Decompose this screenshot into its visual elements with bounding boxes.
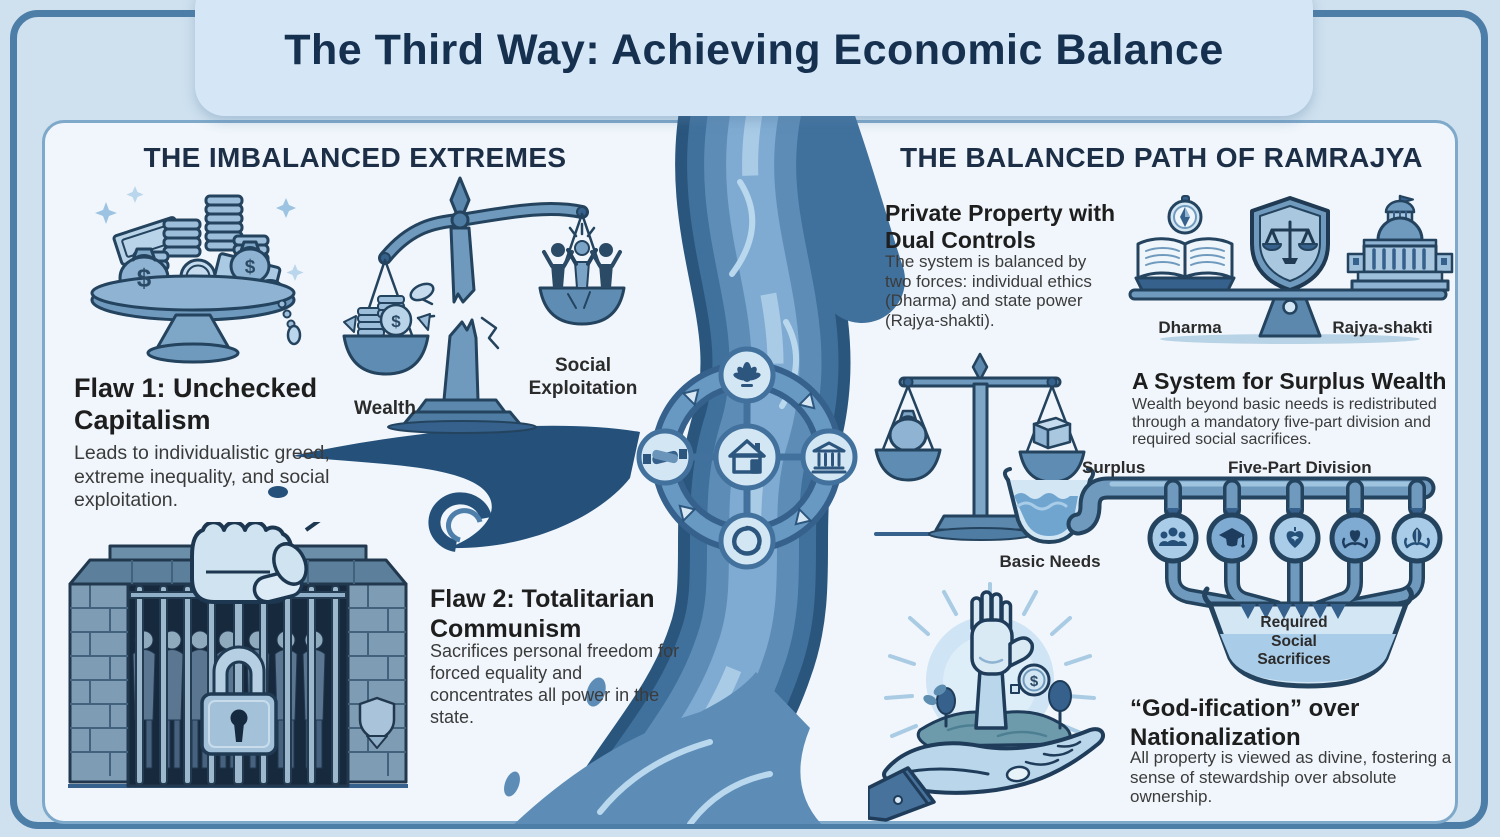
left-section-heading: THE IMBALANCED EXTREMES (143, 142, 567, 173)
flaw1-title: Flaw 1: Unchecked Capitalism (74, 373, 318, 435)
private-property-body: The system is balanced by two forces: in… (885, 252, 1092, 330)
label-dharma: Dharma (1158, 318, 1222, 337)
surplus-title: A System for Surplus Wealth (1132, 368, 1447, 394)
main-title: The Third Way: Achieving Economic Balanc… (284, 26, 1224, 74)
private-property-title: Private Property with Dual Controls (885, 200, 1116, 253)
right-section-heading: THE BALANCED PATH OF RAMRAJYA (900, 142, 1423, 173)
label-required-social-sacrifices: Required Social Sacrifices (1257, 614, 1331, 668)
label-basic-needs: Basic Needs (999, 552, 1101, 571)
flaw2-title: Flaw 2: Totalitarian Communism (430, 585, 655, 643)
title-banner: The Third Way: Achieving Economic Balanc… (195, 0, 1313, 116)
label-social-exploitation: Social Exploitation (528, 355, 638, 399)
label-surplus: Surplus (1082, 458, 1146, 477)
surplus-body: Wealth beyond basic needs is redistribut… (1132, 396, 1437, 448)
flaw1-body: Leads to individualistic greed, extreme … (74, 442, 330, 511)
label-rajya-shakti: Rajya-shakti (1332, 318, 1433, 337)
label-wealth: Wealth (354, 398, 416, 419)
godification-body: All property is viewed as divine, foster… (1130, 748, 1452, 806)
flaw2-body: Sacrifices personal freedom for forced e… (430, 641, 680, 727)
godification-title: “God-ification” over Nationalization (1130, 695, 1360, 751)
label-five-part-division: Five-Part Division (1228, 458, 1372, 477)
